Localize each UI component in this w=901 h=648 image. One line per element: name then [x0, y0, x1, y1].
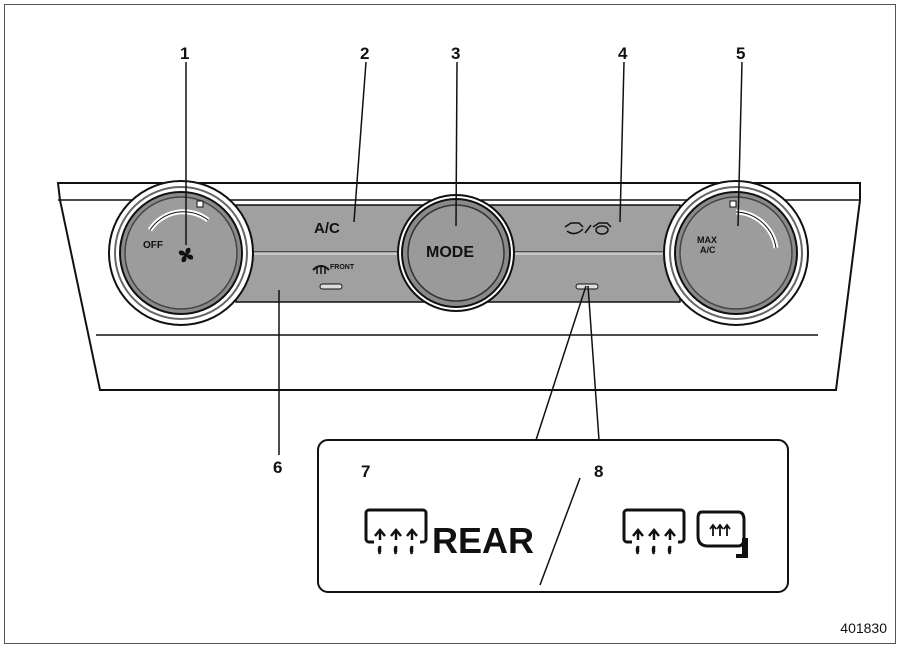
callout-3: 3 — [451, 44, 461, 63]
front-defroster-button[interactable] — [238, 256, 398, 300]
figure-frame — [4, 4, 896, 644]
air-recirculation-button[interactable] — [512, 207, 678, 251]
front-defroster-indicator — [319, 283, 343, 290]
callout-1: 1 — [180, 44, 190, 63]
fan-icon — [178, 247, 194, 263]
ac-label: A/C — [314, 220, 340, 237]
callout-8: 8 — [594, 462, 604, 481]
max-label: MAX — [697, 235, 717, 245]
leader-lines — [185, 61, 743, 455]
mode-dial[interactable] — [397, 194, 515, 312]
mode-label: MODE — [426, 244, 474, 261]
mirror-heater-icon — [696, 510, 748, 558]
max-ac-label: A/C — [700, 245, 716, 255]
rear-defroster-icon — [364, 508, 428, 555]
callout-2: 2 — [360, 44, 370, 63]
ac-button[interactable] — [238, 207, 398, 251]
callout-6: 6 — [273, 458, 283, 477]
figure-id: 401830 — [840, 620, 887, 636]
rear-defroster-icon — [622, 508, 686, 555]
inset-box — [317, 439, 789, 593]
temperature-dial[interactable] — [663, 180, 809, 326]
front-defroster-icon — [312, 265, 330, 274]
rear-defroster-button[interactable] — [512, 256, 678, 300]
air-recirculation-icon — [564, 222, 612, 235]
rear-defroster-indicator — [575, 283, 599, 290]
callout-4: 4 — [618, 44, 628, 63]
front-label: FRONT — [330, 264, 355, 271]
rear-label: REAR — [432, 520, 535, 561]
callout-5: 5 — [736, 44, 746, 63]
off-label: OFF — [143, 240, 163, 251]
callout-7: 7 — [361, 462, 371, 481]
